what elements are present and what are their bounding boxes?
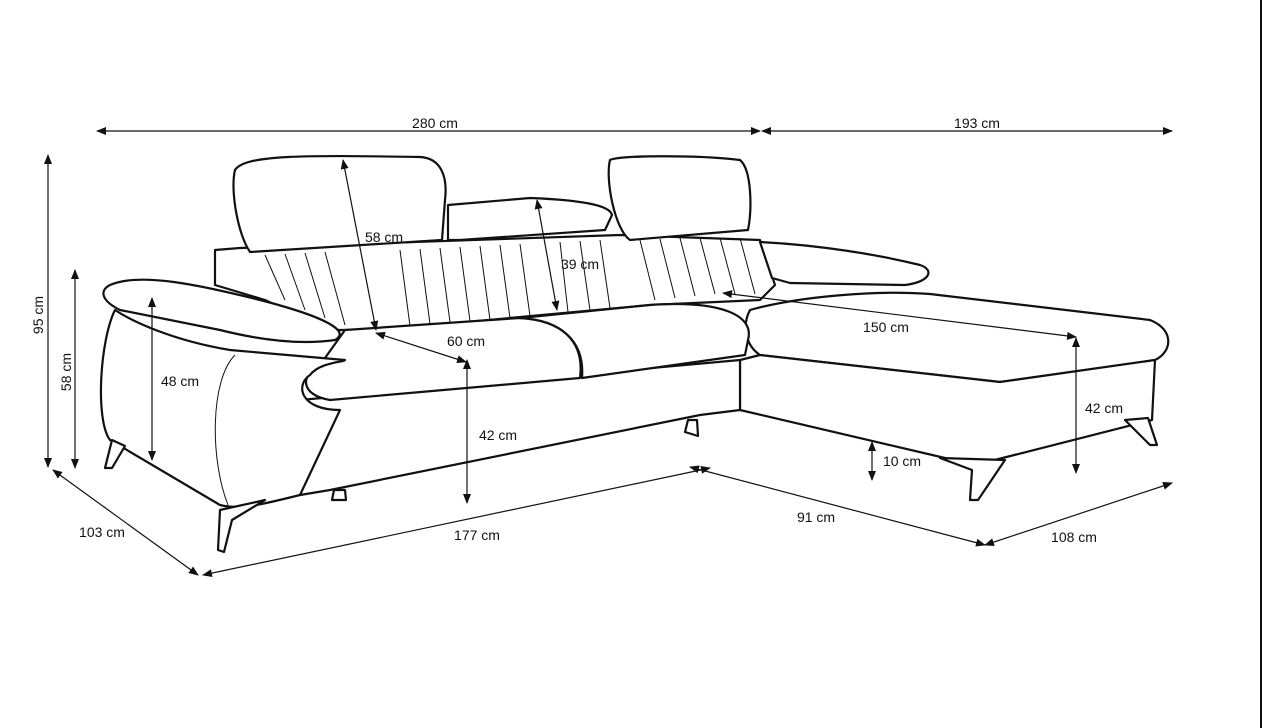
- headrest-right: [607, 155, 752, 242]
- label-chaise-seat-length: 150 cm: [863, 319, 909, 335]
- label-leg-height: 10 cm: [883, 453, 921, 469]
- armrest-top: [102, 278, 341, 344]
- chaise-armrest: [758, 240, 930, 287]
- leg: [103, 438, 127, 470]
- label-total-width: 280 cm: [412, 115, 458, 131]
- leg: [216, 498, 267, 554]
- headrest-left: [232, 154, 447, 254]
- left-armrest: [99, 308, 347, 509]
- sofa-drawing: [99, 154, 1170, 554]
- leg: [938, 456, 1007, 502]
- label-middle-headrest: 39 cm: [561, 256, 599, 272]
- back-stitching: [264, 237, 756, 327]
- leg: [683, 418, 700, 438]
- seat-cushion-right: [518, 303, 750, 380]
- label-seat-height: 42 cm: [479, 427, 517, 443]
- label-chaise-side: 91 cm: [797, 509, 835, 525]
- label-seat-depth: 60 cm: [447, 333, 485, 349]
- label-armrest-height: 48 cm: [161, 373, 199, 389]
- leg: [1123, 416, 1159, 447]
- label-depth: 103 cm: [79, 524, 125, 540]
- dimension-lines: [44, 127, 1173, 578]
- leg: [330, 488, 348, 502]
- label-chaise-depth: 193 cm: [954, 115, 1000, 131]
- label-back-height: 58 cm: [58, 353, 74, 391]
- right-border: [1260, 0, 1262, 728]
- label-main-length: 177 cm: [454, 527, 500, 543]
- label-headrest-height: 58 cm: [365, 229, 403, 245]
- headrest-middle: [446, 196, 614, 242]
- label-total-height: 95 cm: [30, 296, 46, 334]
- label-chaise-width: 108 cm: [1051, 529, 1097, 545]
- label-chaise-seat-height: 42 cm: [1085, 400, 1123, 416]
